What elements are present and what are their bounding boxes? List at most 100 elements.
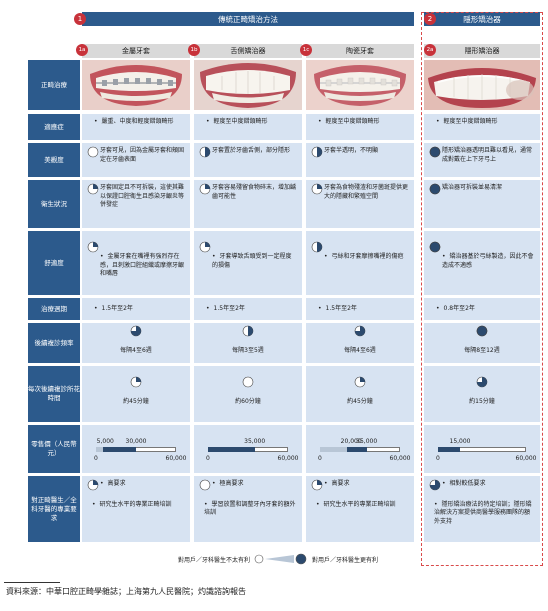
legend-scale: [254, 553, 308, 565]
cell-text: 學習放置和調整牙內牙套的額外培訓: [204, 501, 296, 518]
rating-pie-icon: [199, 146, 211, 162]
cell-text: 極高要求: [212, 480, 296, 489]
row-label-period: 治療週期: [28, 298, 80, 320]
cell-frequency-metal: 每隔4至6週: [82, 323, 190, 363]
traditional-number-badge: 1: [74, 13, 86, 25]
cell-text: 相對較低要求: [442, 480, 534, 489]
rating-pie-icon: [311, 146, 323, 162]
cell-doctor-metal: 高要求研究生水平的專業正畸培訓: [82, 476, 190, 542]
cell-indication-aligner: 輕度至中度錯頜畸形: [424, 114, 540, 140]
col-head-aligner: 隱形矯治器: [424, 44, 540, 58]
cell-text: 0.8年至2年: [436, 305, 475, 312]
rating-pie-icon: [199, 183, 211, 199]
rating-pie-icon: [354, 325, 366, 341]
col-head-ceramic: 陶瓷牙套: [306, 44, 414, 58]
cell-text: 輕度至中度錯頜畸形: [436, 118, 498, 125]
traditional-title: 傳統正畸矯治方法: [218, 14, 278, 24]
col-title-lingual: 舌側矯治器: [230, 47, 266, 55]
badge-1c: 1c: [300, 44, 312, 56]
invisible-aligner-highlight: [421, 12, 543, 566]
rating-pie-icon: [87, 146, 99, 162]
cell-duration-metal: 約45分鐘: [82, 366, 190, 422]
row-label-frequency: 後續複診頻率: [28, 323, 80, 363]
legend: 對用戶／牙科醫生不太有利 對用戶／牙科醫生更有利: [178, 553, 378, 565]
price-low-label: 20,000: [340, 438, 362, 445]
cell-duration-ceramic: 約45分鐘: [306, 366, 414, 422]
invisible-header: 隱形矯治器: [424, 12, 540, 26]
cell-hygiene-ceramic: 牙套為食物殘渣和牙菌斑提供更大的隱藏和繁殖空間: [306, 180, 414, 228]
rating-pie-icon: [429, 183, 441, 199]
row-label-treatment: 正畸治療: [28, 60, 80, 110]
cell-text: 高要求: [324, 480, 408, 489]
cell-text: 牙套容易殘留食物碎末，增加齲齒可能性: [212, 184, 297, 200]
cell-text: 每隔4至6週: [344, 346, 376, 354]
cell-frequency-lingual: 每隔3至5週: [194, 323, 302, 363]
rating-pie-icon: [199, 479, 211, 495]
cell-hygiene-lingual: 牙套容易殘留食物碎末，增加齲齒可能性: [194, 180, 302, 228]
rating-pie-icon: [354, 376, 366, 392]
cell-text: 1.5年至2年: [206, 305, 245, 312]
cell-text: 隱形矯治器透明且難以看見，通常成對戴在上下牙弓上: [442, 147, 533, 163]
rating-pie-icon: [130, 376, 142, 392]
cell-frequency-ceramic: 每隔4至6週: [306, 323, 414, 363]
cell-text: 牙套半透明，不明顯: [324, 147, 379, 154]
cell-doctor-aligner: 相對較低要求隱形矯治療法的特定培訓；隱形矯治解決方案提供商醫學服務團隊的額外支持: [424, 476, 540, 542]
col-head-metal: 金屬牙套: [82, 44, 190, 58]
cell-period-metal: 1.5年至2年: [82, 298, 190, 320]
cell-comfort-ceramic: 弓絲和牙套摩擦嘴裡的傷疤: [306, 231, 414, 295]
price-high-label: 35,000: [244, 438, 266, 445]
cell-text: 每隔4至6週: [120, 346, 152, 354]
cell-text: 嚴重、中度和輕度錯頜畸形: [94, 118, 174, 125]
cell-text: 1.5年至2年: [94, 305, 133, 312]
price-range-start: [96, 447, 103, 452]
rating-pie-icon: [87, 479, 99, 495]
price-min-label: 0: [94, 455, 98, 462]
cell-text: 輕度至中度錯頜畸形: [206, 118, 268, 125]
rating-pie-icon: [242, 376, 254, 392]
badge-1a: 1a: [76, 44, 88, 56]
price-range-bar: [208, 447, 255, 452]
price-max-label: 60,000: [165, 455, 187, 462]
cell-indication-metal: 嚴重、中度和輕度錯頜畸形: [82, 114, 190, 140]
cell-period-lingual: 1.5年至2年: [194, 298, 302, 320]
cell-indication-lingual: 輕度至中度錯頜畸形: [194, 114, 302, 140]
price-max-label: 60,000: [389, 455, 411, 462]
col-title-metal: 金屬牙套: [122, 47, 150, 55]
legend-left-text: 對用戶／牙科醫生不太有利: [178, 556, 251, 564]
cell-hygiene-metal: 牙套固定且不可拆裝，這使其難以保證口腔衛生且感染牙齦炎等併發症: [82, 180, 190, 228]
col-title-aligner: 隱形矯治器: [464, 47, 500, 55]
rating-pie-icon: [311, 479, 323, 495]
cell-comfort-aligner: 矯治器基於弓絲製造，因此不會造成不適感: [424, 231, 540, 295]
col-title-ceramic: 陶瓷牙套: [346, 47, 374, 55]
row-label-comfort: 舒適度: [28, 231, 80, 295]
price-range-start: [320, 447, 347, 452]
cell-text: 牙套導致舌頭受到一定程度的損傷: [212, 253, 292, 269]
cell-text: 每隔3至5週: [232, 346, 264, 354]
rating-pie-icon: [87, 241, 99, 257]
cell-text: 約60分鐘: [235, 397, 261, 405]
cell-text: 約15分鐘: [469, 397, 495, 405]
row-label-indication: 適應症: [28, 114, 80, 140]
rating-pie-icon: [476, 325, 488, 341]
cell-text: 金屬牙套在嘴裡有強烈存在感，且刺激口腔組織或摩擦牙齦和嘴唇: [100, 253, 184, 277]
lingual-braces-photo: [194, 60, 302, 110]
row-label-doctor: 對正畸醫生／全科牙醫的專業要求: [28, 476, 80, 542]
cell-text: 約45分鐘: [123, 397, 149, 405]
cell-text: 高要求: [100, 480, 184, 489]
price-min-label: 0: [318, 455, 322, 462]
price-max-label: 60,000: [515, 455, 537, 462]
cell-text: 隱形矯治療法的特定培訓；隱形矯治解決方案提供商醫學服務團隊的額外支持: [434, 501, 534, 527]
price-min-label: 0: [206, 455, 210, 462]
cell-text: 牙套置於牙齒舌側，部分隱形: [212, 147, 291, 154]
rating-pie-icon: [429, 241, 441, 257]
row-label-hygiene: 衛生狀況: [28, 180, 80, 228]
ceramic-braces-photo: [306, 60, 414, 110]
cell-text: 牙套固定且不可拆裝，這使其難以保證口腔衛生且感染牙齦炎等併發症: [100, 184, 185, 208]
row-label-price: 零售價（人民幣元）: [28, 425, 80, 473]
rating-pie-icon: [476, 376, 488, 392]
cell-duration-lingual: 約60分鐘: [194, 366, 302, 422]
